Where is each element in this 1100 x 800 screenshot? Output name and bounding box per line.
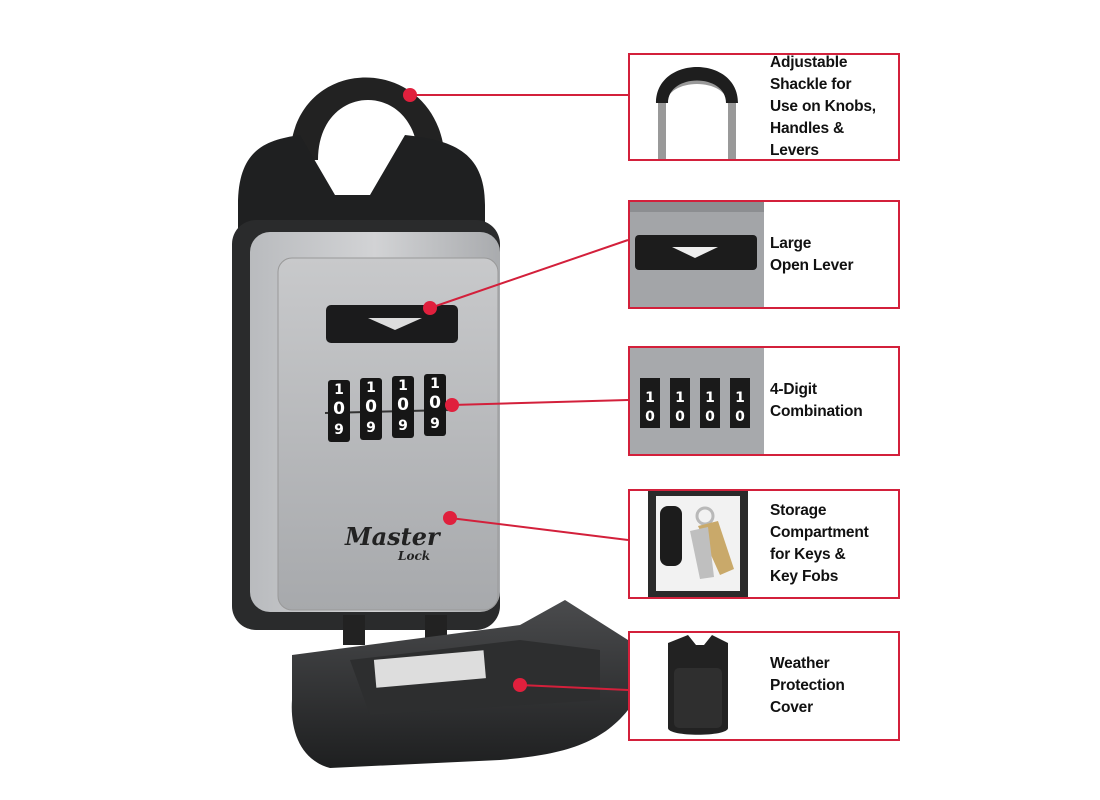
dials-thumbnail: 1 1 1 1 0 0 0 0 [630, 348, 764, 454]
callout-dot-storage [443, 511, 457, 525]
dial-digit: 9 [430, 416, 440, 432]
cover-thumbnail [668, 635, 728, 735]
master-lock-logo: Master [344, 522, 442, 551]
dial-digit: 9 [366, 420, 376, 436]
callout-dot-lever [423, 301, 437, 315]
svg-text:1: 1 [645, 390, 655, 406]
dial-digit: 0 [397, 395, 409, 415]
callout-dot-combination [445, 398, 459, 412]
dial-digit: 1 [430, 376, 440, 392]
lock-housing [238, 135, 485, 240]
dial-digit: 9 [334, 422, 344, 438]
svg-text:0: 0 [645, 409, 655, 425]
lever-thumbnail [630, 202, 764, 307]
svg-text:0: 0 [705, 409, 715, 425]
svg-text:1: 1 [675, 390, 685, 406]
dial-digit: 0 [365, 397, 377, 417]
shackle-thumbnail [656, 67, 738, 159]
dial-digit: 9 [398, 418, 408, 434]
svg-text:1: 1 [735, 390, 745, 406]
combination-dial[interactable] [328, 380, 350, 442]
storage-thumbnail [648, 491, 748, 597]
combination-dial[interactable] [424, 374, 446, 436]
svg-text:Lock: Lock [397, 549, 430, 563]
dial-digit: 1 [334, 382, 344, 398]
dial-digit: 0 [333, 399, 345, 419]
dial-digit: 0 [429, 393, 441, 413]
combination-dial[interactable] [392, 376, 414, 438]
combination-dial[interactable] [360, 378, 382, 440]
dial-digit: 1 [398, 378, 408, 394]
svg-text:0: 0 [675, 409, 685, 425]
dial-digit: 1 [366, 380, 376, 396]
callout-dot-shackle [403, 88, 417, 102]
svg-text:1: 1 [705, 390, 715, 406]
callout-dot-cover [513, 678, 527, 692]
svg-text:0: 0 [735, 409, 745, 425]
